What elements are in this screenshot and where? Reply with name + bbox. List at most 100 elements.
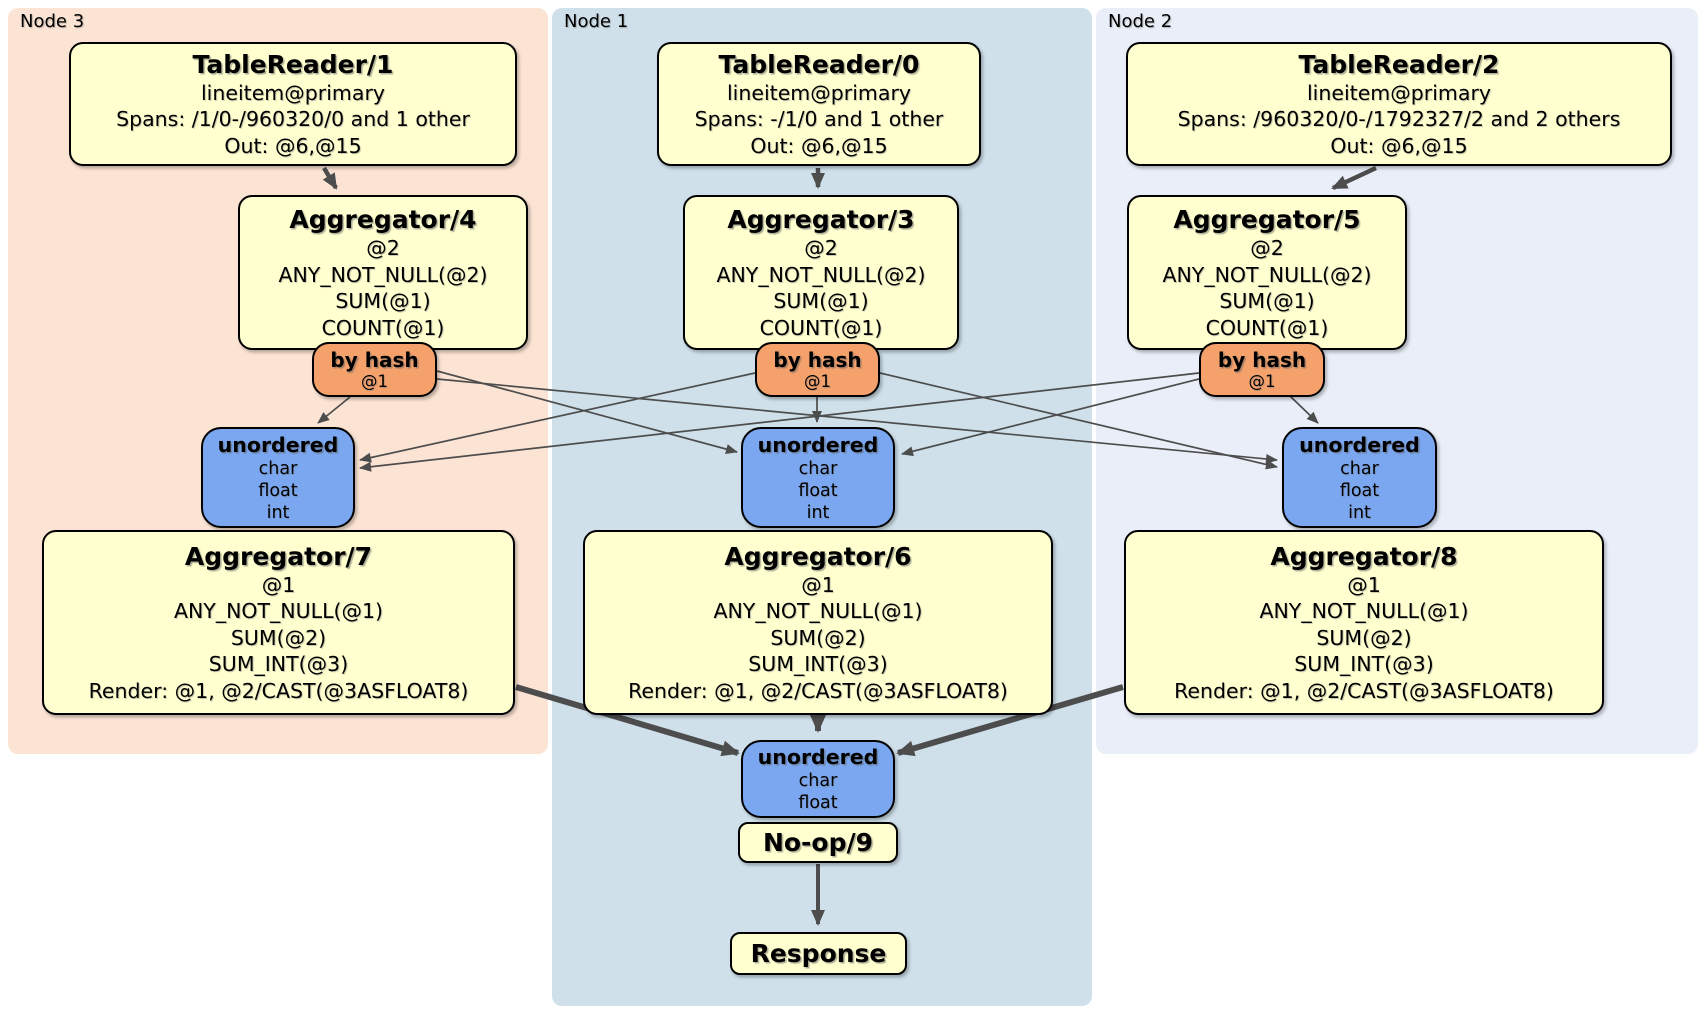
sync-type: char bbox=[798, 771, 838, 791]
sync-title: unordered bbox=[757, 432, 879, 457]
aggregator-groupcols: @1 bbox=[1347, 572, 1381, 597]
tablereader-0-box: TableReader/0 lineitem@primary Spans: -/… bbox=[657, 42, 981, 166]
aggregator-fn: COUNT(@1) bbox=[321, 315, 445, 340]
processor-index: lineitem@primary bbox=[200, 80, 386, 105]
processor-spans: Spans: /1/0-/960320/0 and 1 other bbox=[116, 107, 470, 132]
sync-type: char bbox=[258, 458, 298, 479]
tablereader-1-box: TableReader/1 lineitem@primary Spans: /1… bbox=[69, 42, 517, 166]
edge-hashleft-unorderedright bbox=[436, 378, 1278, 464]
aggregator-render: Render: @1, @2/CAST(@3ASFLOAT8) bbox=[1174, 678, 1554, 703]
processor-out: Out: @6,@15 bbox=[750, 133, 888, 158]
router-columns: @1 bbox=[1248, 371, 1276, 391]
edge-hashright-unorderedright bbox=[1289, 395, 1319, 424]
edge-aggregator8-finalsync bbox=[896, 684, 1124, 757]
processor-title: Response bbox=[750, 939, 887, 968]
processor-out: Out: @6,@15 bbox=[224, 133, 362, 158]
sync-type: float bbox=[1339, 480, 1380, 501]
processor-title: Aggregator/5 bbox=[1173, 205, 1361, 234]
aggregator-fn: ANY_NOT_NULL(@1) bbox=[713, 599, 923, 624]
aggregator-7-box: Aggregator/7 @1 ANY_NOT_NULL(@1) SUM(@2)… bbox=[42, 530, 515, 715]
sync-type: char bbox=[1340, 458, 1379, 479]
processor-title: TableReader/0 bbox=[718, 49, 920, 79]
node-1-label: Node 1 bbox=[564, 11, 629, 32]
aggregator-fn: ANY_NOT_NULL(@1) bbox=[173, 599, 384, 624]
aggregator-fn: SUM(@1) bbox=[335, 289, 431, 313]
aggregator-render: Render: @1, @2/CAST(@3ASFLOAT8) bbox=[88, 678, 469, 703]
aggregator-8-box: Aggregator/8 @1 ANY_NOT_NULL(@1) SUM(@2)… bbox=[1124, 530, 1604, 715]
processor-index: lineitem@primary bbox=[726, 80, 912, 105]
edge-aggregator7-finalsync bbox=[515, 684, 740, 757]
aggregator-3-box: Aggregator/3 @2 ANY_NOT_NULL(@2) SUM(@1)… bbox=[683, 195, 959, 350]
router-title: by hash bbox=[1217, 347, 1307, 372]
aggregator-fn: SUM(@2) bbox=[1316, 625, 1412, 650]
node-2-label: Node 2 bbox=[1108, 11, 1173, 32]
router-title: by hash bbox=[773, 347, 862, 372]
aggregator-groupcols: @2 bbox=[366, 236, 400, 260]
aggregator-5-box: Aggregator/5 @2 ANY_NOT_NULL(@2) SUM(@1)… bbox=[1127, 195, 1407, 350]
aggregator-fn: SUM_INT(@3) bbox=[1294, 652, 1434, 677]
aggregator-fn: ANY_NOT_NULL(@1) bbox=[1259, 599, 1469, 624]
processor-title: Aggregator/3 bbox=[727, 205, 915, 234]
aggregator-fn: SUM(@1) bbox=[773, 289, 869, 313]
node-3-label: Node 3 bbox=[20, 11, 85, 32]
aggregator-fn: SUM(@2) bbox=[770, 625, 866, 650]
response-box: Response bbox=[730, 932, 907, 975]
processor-title: Aggregator/4 bbox=[289, 205, 477, 234]
processor-title: TableReader/2 bbox=[1298, 49, 1500, 79]
router-title: by hash bbox=[330, 347, 419, 372]
aggregator-fn: ANY_NOT_NULL(@2) bbox=[716, 262, 926, 287]
sync-type: char bbox=[798, 458, 838, 479]
sync-type: float bbox=[798, 793, 838, 813]
aggregator-fn: ANY_NOT_NULL(@2) bbox=[1162, 262, 1372, 287]
sync-type: int bbox=[1348, 502, 1371, 523]
sync-type: float bbox=[798, 480, 838, 501]
aggregator-fn: SUM(@2) bbox=[230, 625, 327, 650]
aggregator-6-box: Aggregator/6 @1 ANY_NOT_NULL(@1) SUM(@2)… bbox=[583, 530, 1053, 715]
processor-spans: Spans: -/1/0 and 1 other bbox=[694, 107, 944, 132]
tablereader-2-box: TableReader/2 lineitem@primary Spans: /9… bbox=[1126, 42, 1672, 166]
unordered-sync-right: unordered char float int bbox=[1282, 427, 1437, 528]
processor-title: Aggregator/7 bbox=[184, 541, 373, 571]
by-hash-router-center: by hash @1 bbox=[755, 342, 880, 397]
sync-title: unordered bbox=[1299, 432, 1420, 457]
processor-spans: Spans: /960320/0-/1792327/2 and 2 others bbox=[1177, 107, 1621, 132]
unordered-sync-center: unordered char float int bbox=[741, 427, 895, 528]
aggregator-fn: SUM_INT(@3) bbox=[748, 652, 888, 677]
edge-tablereader2-aggregator5 bbox=[1331, 165, 1377, 191]
aggregator-groupcols: @2 bbox=[804, 236, 838, 260]
aggregator-4-box: Aggregator/4 @2 ANY_NOT_NULL(@2) SUM(@1)… bbox=[238, 195, 528, 350]
sync-type: float bbox=[258, 480, 298, 501]
sync-type: int bbox=[806, 502, 830, 523]
sync-type: int bbox=[266, 502, 290, 523]
edge-hashcenter-unorderedright bbox=[879, 372, 1278, 470]
aggregator-render: Render: @1, @2/CAST(@3ASFLOAT8) bbox=[628, 678, 1008, 703]
processor-title: No-op/9 bbox=[762, 828, 874, 857]
unordered-sync-left: unordered char float int bbox=[201, 427, 355, 528]
aggregator-groupcols: @1 bbox=[801, 572, 835, 597]
router-columns: @1 bbox=[361, 371, 388, 391]
aggregator-groupcols: @2 bbox=[1250, 236, 1284, 260]
edge-tablereader1-aggregator4 bbox=[322, 166, 338, 190]
aggregator-fn: SUM(@1) bbox=[1219, 289, 1315, 313]
aggregator-fn: COUNT(@1) bbox=[759, 315, 883, 340]
aggregator-fn: SUM_INT(@3) bbox=[208, 652, 349, 677]
edge-hashcenter-unorderedleft bbox=[359, 372, 756, 463]
aggregator-fn: ANY_NOT_NULL(@2) bbox=[278, 262, 488, 287]
processor-title: Aggregator/8 bbox=[1270, 541, 1458, 571]
processor-title: TableReader/1 bbox=[192, 49, 394, 79]
unordered-sync-final: unordered char float bbox=[741, 740, 895, 818]
edge-hashright-unorderedleft bbox=[359, 372, 1200, 472]
sync-title: unordered bbox=[757, 745, 879, 769]
edge-hashleft-unorderedleft bbox=[317, 396, 351, 424]
by-hash-router-left: by hash @1 bbox=[312, 342, 437, 397]
edge-hashright-unorderedcenter bbox=[901, 378, 1200, 457]
processor-out: Out: @6,@15 bbox=[1330, 133, 1468, 158]
aggregator-groupcols: @1 bbox=[261, 572, 296, 597]
processor-index: lineitem@primary bbox=[1306, 80, 1492, 105]
processor-title: Aggregator/6 bbox=[724, 541, 912, 571]
router-columns: @1 bbox=[804, 371, 831, 391]
by-hash-router-right: by hash @1 bbox=[1199, 342, 1325, 397]
sync-title: unordered bbox=[217, 432, 339, 457]
